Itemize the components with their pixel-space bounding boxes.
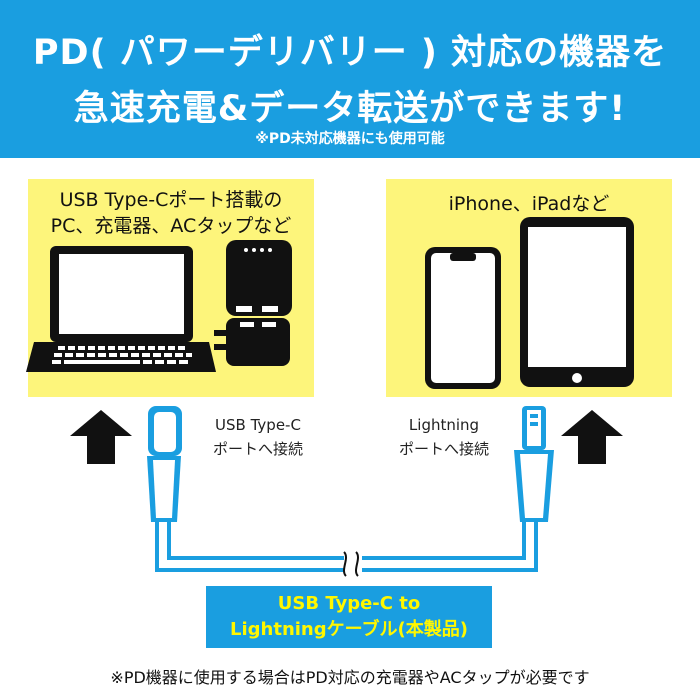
arrow-up-right-icon	[561, 410, 623, 464]
arrow-up-left-icon	[70, 410, 132, 464]
product-name-line2: Lightningケーブル(本製品)	[230, 619, 468, 640]
product-name-line1: USB Type-C to	[277, 593, 421, 614]
lightning-port-label: Lightning ポートへ接続	[385, 413, 503, 461]
cable-icon	[155, 520, 538, 577]
usb-c-connector-icon	[147, 406, 182, 522]
usb-c-port-label: USB Type-C ポートへ接続	[196, 413, 320, 461]
usb-c-port-label-line2: ポートへ接続	[212, 440, 303, 458]
lightning-connector-icon	[514, 406, 554, 522]
usb-c-devices-title: USB Type-Cポート搭載の PC、充電器、ACタップなど	[28, 187, 314, 239]
footer-note: ※PD機器に使用する場合はPD対応の充電器やACタップが必要です	[110, 668, 590, 687]
usb-c-devices-title-line2: PC、充電器、ACタップなど	[50, 215, 292, 237]
iphone-icon	[425, 247, 501, 389]
usb-c-devices-title-line1: USB Type-Cポート搭載の	[59, 189, 283, 211]
ipad-icon	[520, 217, 634, 387]
usb-c-port-label-line1: USB Type-C	[215, 416, 301, 434]
product-name-box: USB Type-C to Lightningケーブル(本製品)	[206, 586, 492, 648]
apple-devices-title: iPhone、iPadなど	[448, 193, 610, 215]
header-banner: PD( パワーデリバリー ) 対応の機器を 急速充電&データ転送ができます! ※…	[0, 0, 700, 158]
headline-line2: 急速充電&データ転送ができます!	[73, 89, 627, 129]
lightning-port-label-line1: Lightning	[408, 416, 480, 434]
header-note: ※PD未対応機器にも使用可能	[255, 131, 445, 147]
lightning-port-label-line2: ポートへ接続	[398, 440, 489, 458]
laptop-icon	[26, 246, 216, 372]
headline-line1: PD( パワーデリバリー ) 対応の機器を	[32, 33, 668, 73]
power-bank-icon	[226, 240, 292, 316]
ac-adapter-icon	[214, 318, 290, 366]
